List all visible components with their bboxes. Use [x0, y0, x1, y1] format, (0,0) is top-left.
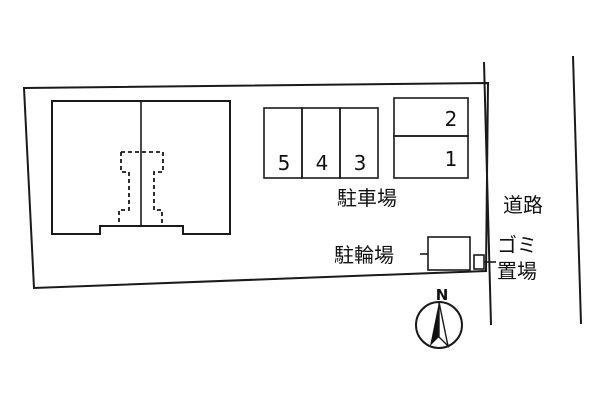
- compass-needle-light: [438, 301, 450, 349]
- compass-label: N: [436, 286, 449, 304]
- lot-boundary: [22, 81, 490, 290]
- parking-number-4: 4: [316, 151, 329, 175]
- building-stair-dashed: [118, 151, 164, 226]
- road-label: 道路: [503, 193, 543, 217]
- bicycle-label: 駐輪場: [334, 243, 394, 267]
- garbage-label-line2: 置場: [497, 259, 537, 283]
- parking-space-3: [339, 107, 379, 179]
- garbage-area: [473, 254, 485, 270]
- parking-label: 駐車場: [337, 186, 397, 210]
- parking-space-1: [393, 135, 469, 179]
- parking-number-1: 1: [445, 147, 458, 171]
- compass-needle-dark: [430, 302, 439, 346]
- north-compass-icon: N: [415, 286, 463, 349]
- parking-number-3: 3: [354, 151, 367, 175]
- parking-number-2: 2: [445, 107, 458, 131]
- bicycle-parking: [427, 236, 471, 271]
- parking-row-upper: 5 4 3: [263, 107, 379, 179]
- parking-row-right: 2 1: [393, 97, 469, 179]
- road-edge-right: [572, 55, 582, 325]
- road-edge-left: [483, 61, 492, 326]
- parking-number-5: 5: [278, 151, 291, 175]
- building-outline: [51, 100, 231, 235]
- building: [51, 100, 231, 235]
- garbage-label-line1: ゴミ: [497, 233, 537, 257]
